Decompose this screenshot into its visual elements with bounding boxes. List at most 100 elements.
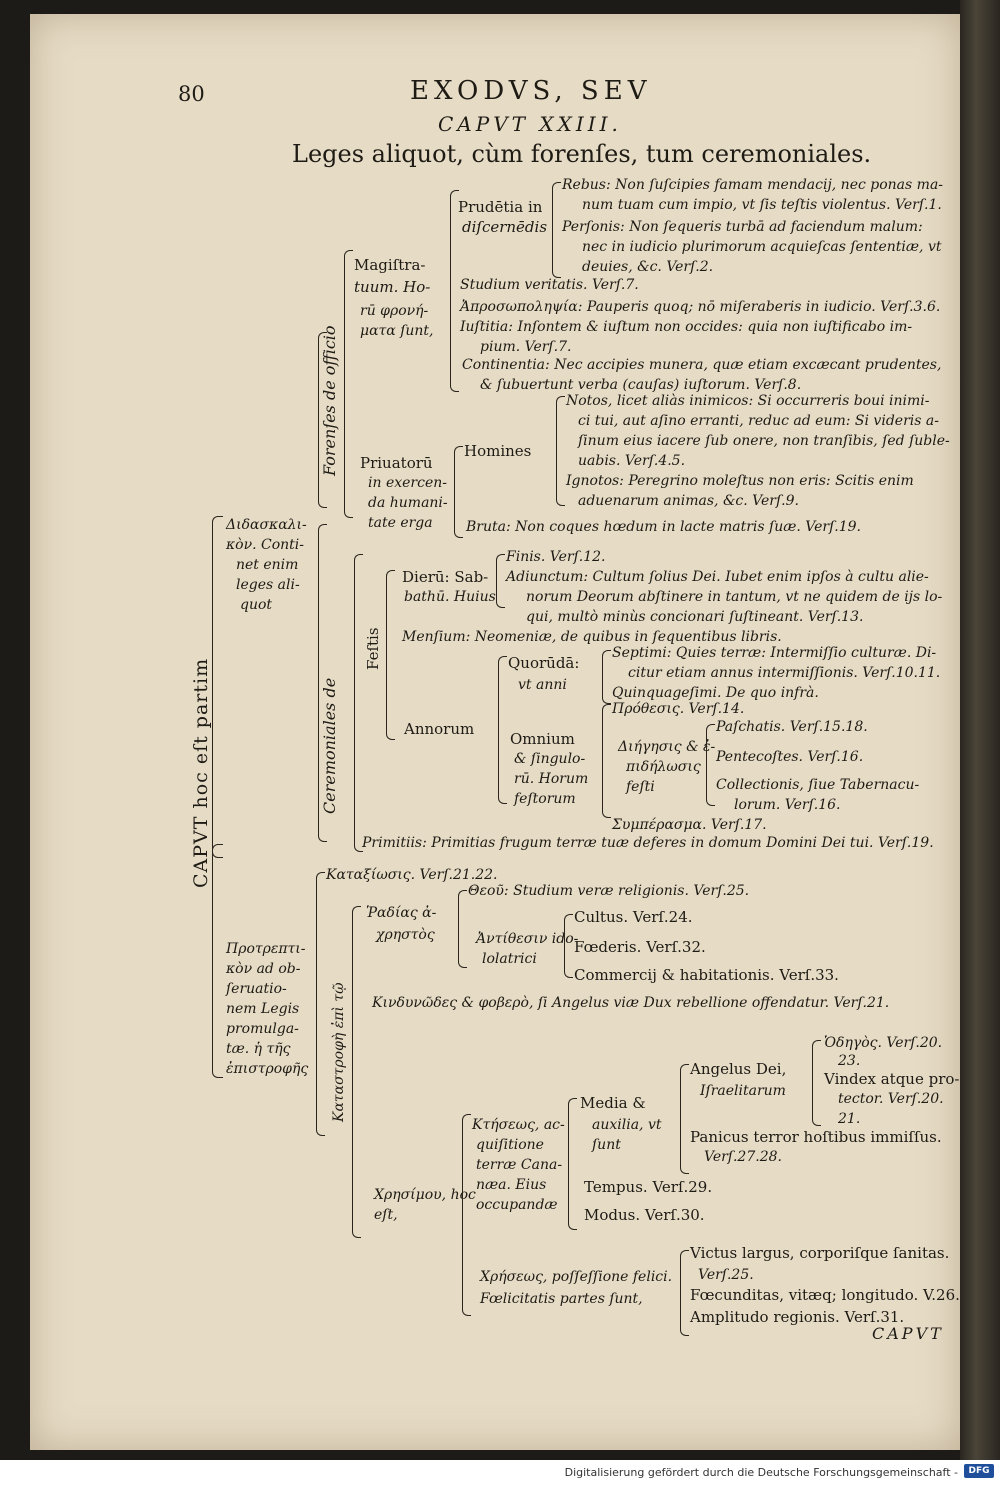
media-brace (680, 1064, 689, 1174)
studium: Studium veritatis. Verſ.7. (460, 277, 639, 293)
ignotos-line-2: aduenarum animas, &c. Verſ.9. (578, 493, 799, 509)
prudentia-line-1: Prudētia in (458, 198, 543, 216)
adiunctum-line-3: qui, multò minùs concionari ſuſtineant. … (526, 609, 864, 625)
media-line-1: Media & (580, 1094, 646, 1112)
diegesis-brace (706, 724, 715, 806)
angelus-brace (812, 1040, 821, 1126)
quorundam-brace (602, 650, 611, 704)
ktiseos-line-3: terræ Cana- (476, 1157, 563, 1173)
ktiseos-line-4: næa. Eius (476, 1177, 547, 1193)
ktiseos-line-1: Κτήσεως, ac- (472, 1117, 565, 1133)
aprosopolepsia: Ἀπροσωποληψία: Pauperis quoq; nō miſerab… (460, 299, 941, 315)
foederis: Fœderis. Verſ.32. (574, 938, 706, 956)
theou: Θεοῦ: Studium veræ religionis. Verſ.25. (468, 883, 750, 899)
commercij: Commercij & habitationis. Verſ.33. (574, 966, 839, 984)
antithesis-line-2: lolatrici (482, 951, 537, 967)
dierum-line-1: Dierū: Sab- (402, 568, 489, 586)
prothesis: Πρόθεσις. Verſ.14. (612, 701, 745, 717)
paschatis: Paſchatis. Verſ.15.18. (716, 719, 868, 735)
homines: Homines (464, 442, 532, 460)
vindex-line-2: tector. Verſ.20. (838, 1091, 944, 1107)
angelus-line-1: Angelus Dei, (690, 1060, 787, 1078)
dierum-line-2: bathū. Huius (404, 589, 496, 605)
iustitia-line-2: pium. Verſ.7. (480, 339, 572, 355)
finis: Finis. Verſ.12. (506, 549, 606, 565)
panicus-line-1: Panicus terror hoſtibus immiſſus. (690, 1128, 942, 1146)
chresimou-line-2: eſt, (374, 1207, 398, 1223)
page-number: 80 (178, 82, 205, 106)
ktiseos-line-5: occupandæ (476, 1197, 558, 1213)
footer-credit: Digitalisierung gefördert durch die Deut… (564, 1466, 958, 1479)
root-label: CAPVT hoc eſt partim (190, 657, 212, 888)
didactic-line-2: κὸν. Conti- (226, 537, 305, 553)
personis-line-3: deuies, &c. Verſ.2. (582, 259, 714, 275)
omnium-brace (602, 704, 611, 818)
notos-line-2: ci tui, aut aſino erranti, reduc ad eum:… (578, 413, 939, 429)
homines-brace (556, 396, 565, 506)
angelus-line-2: Iſraelitarum (700, 1083, 786, 1099)
ktiseos-line-2: quiſitione (476, 1137, 544, 1153)
bruta: Bruta: Non coques hœdum in lacte matris … (466, 519, 861, 535)
victus-line-1: Victus largus, corporiſque ſanitas. (690, 1244, 950, 1262)
kataxiosis: Καταξίωσις. Verſ.21.22. (326, 867, 498, 883)
book-page: 80 EXODVS, SEV CAPVT XXIII. Leges aliquo… (30, 14, 960, 1450)
private-line-4: tate erga (368, 515, 433, 531)
primitiis: Primitiis: Primitias frugum terræ tuæ de… (362, 835, 934, 851)
notos-line-1: Notos, licet aliàs inimicos: Si occurrer… (566, 393, 930, 409)
private-line-1: Priuatorū (360, 454, 433, 472)
prudentia-line-2: diſcernēdis (462, 218, 548, 236)
modus: Modus. Verſ.30. (584, 1206, 705, 1224)
annorum-brace (498, 656, 507, 804)
root-brace-lower (212, 844, 223, 1078)
private-brace (454, 446, 463, 538)
omnium-line-3: rū. Horum (514, 771, 589, 787)
didactic-line-3: net enim (236, 557, 299, 573)
continentia-line-1: Continentia: Nec accipies munera, quæ et… (462, 357, 942, 373)
chresimou-brace (462, 1114, 471, 1316)
protreptic-brace (316, 872, 325, 1136)
media-line-3: ſunt (592, 1137, 621, 1153)
antithesis-line-1: Ἀντίθεσιν ido- (476, 931, 579, 947)
quinquagesimi: Quinquageſimi. De quo infrà. (612, 685, 819, 701)
magistrates-brace (450, 190, 459, 392)
prudentia-brace (552, 182, 561, 278)
protreptic-line-7: ἐπιστροφῆς (226, 1061, 309, 1077)
footer-bar: Digitalisierung gefördert durch die Deut… (0, 1460, 1000, 1485)
dfg-logo: DFG (964, 1464, 994, 1478)
panicus-line-2: Verſ.27.28. (704, 1149, 782, 1165)
diegesis-line-2: πιδήλωσις (626, 759, 701, 775)
dierum-brace (496, 554, 505, 608)
chreseos-brace (680, 1250, 689, 1336)
private-line-3: da humani- (368, 495, 448, 511)
omnium-line-1: Omnium (510, 730, 575, 748)
chreseos-line-2: Fœlicitatis partes ſunt, (480, 1291, 643, 1307)
diegesis-line-1: Διήγησις & ἐ- (618, 739, 716, 755)
protreptic-line-4: nem Legis (226, 1001, 300, 1017)
foecunditas: Fœcunditas, vitæq; longitudo. V.26. (690, 1286, 960, 1304)
rhadikou-brace (458, 890, 467, 968)
kindynodes: Κινδυνῶδες & φοβερὸ, ſi Angelus viæ Dux … (372, 995, 890, 1011)
protreptic-line-3: ſeruatio- (226, 981, 287, 997)
ceremonial-brace (354, 554, 363, 852)
quorundam-line-1: Quorūdā: (508, 654, 580, 672)
media-line-2: auxilia, vt (592, 1117, 662, 1133)
adiunctum-line-1: Adiunctum: Cultum ſolius Dei. Iubet enim… (506, 569, 929, 585)
collectionis-line-2: lorum. Verſ.16. (734, 797, 841, 813)
rhadikou-line-2: χρηστὸς (376, 927, 435, 943)
continentia-line-2: & ſubuertunt verba (cauſas) iuſtorum. Ve… (480, 377, 802, 393)
katastrophe-label: Καταστροφὴ ἐπὶ τῷ (331, 982, 347, 1122)
ignotos-line-1: Ignotos: Peregrino moleſtus non eris: Sc… (566, 473, 914, 489)
omnium-line-2: & ſingulo- (514, 751, 586, 767)
forensic-label: Forenſes de officio (320, 325, 339, 476)
hodegos-line-2: 23. (838, 1053, 861, 1069)
ktiseos-brace (568, 1098, 577, 1230)
festis-label: Feſtis (364, 627, 382, 670)
victus-line-2: Verſ.25. (698, 1267, 754, 1283)
katastrophe-brace (352, 906, 361, 1238)
iustitia-line-1: Iuſtitia: Inſontem & iuſtum non occides:… (460, 319, 913, 335)
magistrates-line-4: ματα ſunt, (360, 323, 434, 339)
collectionis-line-1: Collectionis, ſiue Tabernacu- (716, 777, 920, 793)
root-brace-upper (212, 516, 223, 858)
catchword: CAPVT (872, 1324, 944, 1343)
antithesis-brace (564, 914, 573, 978)
